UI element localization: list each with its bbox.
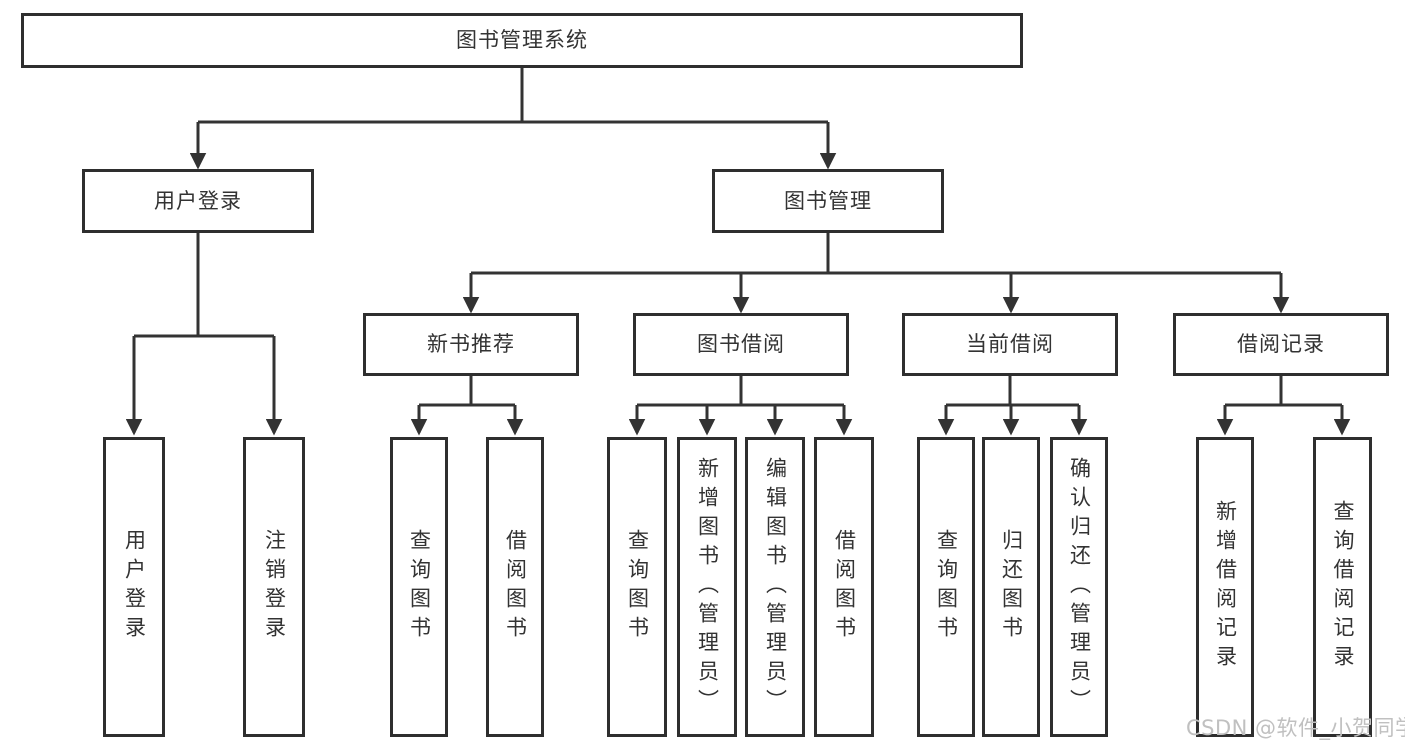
node-book-borrowing: 图书借阅 xyxy=(633,313,849,376)
node-leaf-add-books-admin: 新增图书（管理员） xyxy=(677,437,737,737)
node-leaf-return-books: 归还图书 xyxy=(982,437,1040,737)
node-borrowing-records: 借阅记录 xyxy=(1173,313,1389,376)
csdn-watermark: CSDN @软件_小贺同学 xyxy=(1186,716,1405,740)
node-leaf-confirm-return-admin: 确认归还（管理员） xyxy=(1050,437,1108,737)
node-leaf-query-borrow-record: 查询借阅记录 xyxy=(1313,437,1372,737)
node-leaf-borrow-books: 借阅图书 xyxy=(814,437,874,737)
node-leaf-query-books-recommend: 查询图书 xyxy=(390,437,448,737)
node-leaf-query-books-current: 查询图书 xyxy=(917,437,975,737)
node-new-book-recommendation: 新书推荐 xyxy=(363,313,579,376)
node-leaf-user-login: 用户登录 xyxy=(103,437,165,737)
node-leaf-query-books-borrow: 查询图书 xyxy=(607,437,667,737)
node-leaf-add-borrow-record: 新增借阅记录 xyxy=(1196,437,1254,737)
node-leaf-logout: 注销登录 xyxy=(243,437,305,737)
node-user-login: 用户登录 xyxy=(82,169,314,233)
node-current-borrowing: 当前借阅 xyxy=(902,313,1118,376)
node-leaf-borrow-books-recommend: 借阅图书 xyxy=(486,437,544,737)
node-leaf-edit-books-admin: 编辑图书（管理员） xyxy=(745,437,805,737)
node-library-management-system: 图书管理系统 xyxy=(21,13,1023,68)
node-book-management: 图书管理 xyxy=(712,169,944,233)
